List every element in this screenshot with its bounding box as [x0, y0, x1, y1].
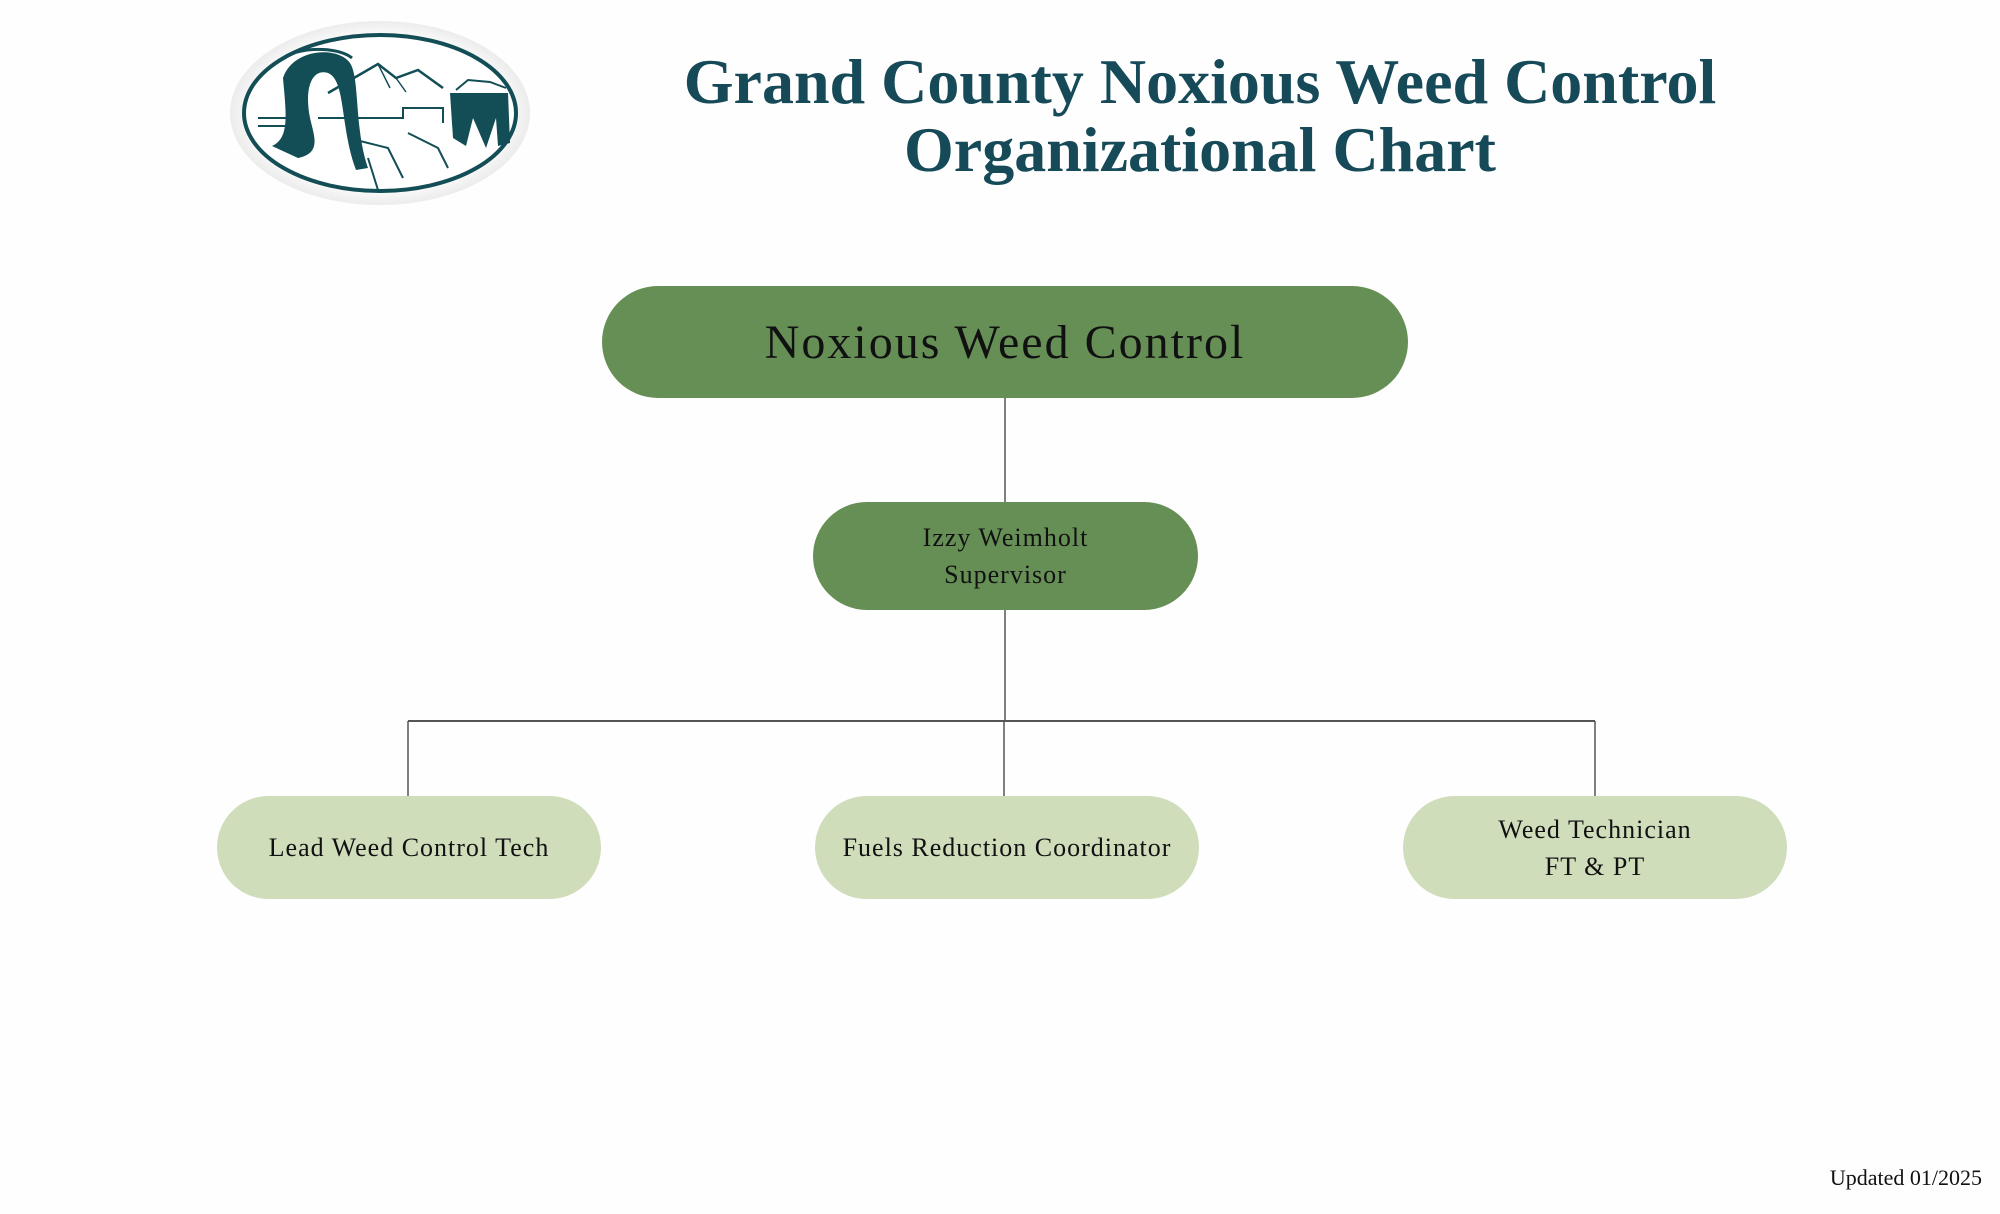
org-node-lead-weed-control-tech: Lead Weed Control Tech [217, 796, 601, 899]
org-node-fuels-reduction-coordinator: Fuels Reduction Coordinator [815, 796, 1199, 899]
page-title: Grand County Noxious Weed Control Organi… [560, 48, 1840, 184]
org-node-supervisor: Izzy Weimholt Supervisor [813, 502, 1198, 610]
updated-date: Updated 01/2025 [1829, 1165, 1982, 1190]
position-label: Fuels Reduction Coordinator [842, 833, 1172, 862]
county-logo [228, 18, 533, 208]
position-sublabel: FT & PT [1544, 851, 1646, 881]
county-seal-arch-landscape-icon [230, 21, 530, 205]
title-line-2: Organizational Chart [904, 114, 1496, 185]
title-line-1: Grand County Noxious Weed Control [683, 46, 1717, 117]
position-label: Weed Technician [1498, 814, 1692, 844]
org-node-department: Noxious Weed Control [602, 286, 1408, 398]
supervisor-title: Supervisor [944, 560, 1067, 589]
department-label: Noxious Weed Control [764, 315, 1246, 369]
position-label: Lead Weed Control Tech [268, 833, 550, 862]
org-node-weed-technician: Weed Technician FT & PT [1403, 796, 1787, 899]
supervisor-name: Izzy Weimholt [922, 523, 1089, 552]
